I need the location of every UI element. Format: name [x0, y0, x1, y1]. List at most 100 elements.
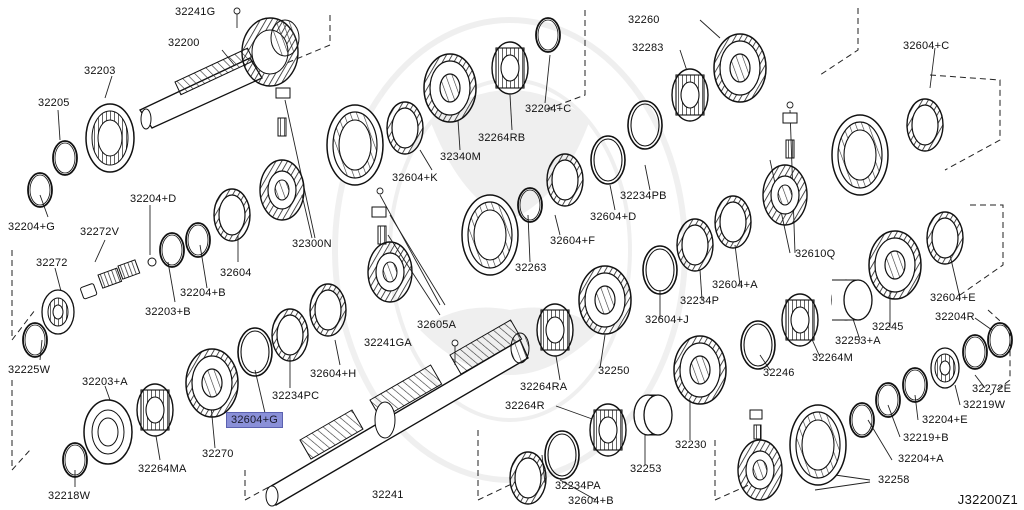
- ring-32604g: [237, 327, 273, 377]
- snap-ring-32205: [52, 140, 78, 176]
- label-32218w[interactable]: 32218W: [48, 490, 91, 502]
- label-32203a[interactable]: 32203+A: [82, 376, 128, 388]
- synchro-hub-32258: [737, 439, 783, 501]
- label-32283[interactable]: 32283: [632, 42, 664, 54]
- label-32604d[interactable]: 32604+D: [590, 211, 637, 223]
- label-32605a[interactable]: 32605A: [417, 319, 457, 331]
- label-32204c-top[interactable]: 32204+C: [525, 103, 572, 115]
- needle-bearing-32264r: [589, 403, 627, 457]
- label-32272[interactable]: 32272: [36, 257, 68, 269]
- label-32204b[interactable]: 32204+B: [180, 287, 226, 299]
- snap-ring-32204r: [987, 322, 1013, 358]
- label-32234pb[interactable]: 32234PB: [620, 190, 667, 202]
- coupling-sleeve-32258: [789, 404, 847, 486]
- label-32263[interactable]: 32263: [515, 262, 547, 274]
- synchro-ring-32604e: [926, 211, 964, 265]
- snap-ring-32219b: [875, 382, 901, 418]
- label-32604j[interactable]: 32604+J: [645, 314, 689, 326]
- label-32200[interactable]: 32200: [168, 37, 200, 49]
- coupling-sleeve: [326, 104, 384, 186]
- label-32230[interactable]: 32230: [675, 439, 707, 451]
- label-32604b[interactable]: 32604+B: [568, 495, 614, 507]
- gear-32260: [713, 33, 767, 103]
- insert-key-2: [371, 206, 387, 218]
- label-32234pc[interactable]: 32234PC: [272, 390, 320, 402]
- synchro-hub-32605a: [367, 241, 413, 303]
- label-32604c[interactable]: 32604+C: [903, 40, 950, 52]
- gear-32230: [673, 335, 727, 405]
- synchro-ring-32604b: [509, 451, 547, 505]
- label-32234p[interactable]: 32234P: [680, 295, 720, 307]
- label-32340m[interactable]: 32340M: [440, 151, 481, 163]
- bearing-32219w: [930, 347, 960, 389]
- needle-bearing-32264m: [781, 293, 819, 347]
- needle-bearing-32283: [671, 68, 709, 122]
- label-32272e[interactable]: 32272E: [972, 383, 1012, 395]
- bushing-32253a: [831, 279, 873, 321]
- label-32264r[interactable]: 32264R: [505, 400, 545, 412]
- label-32272v[interactable]: 32272V: [80, 226, 120, 238]
- bearing-32272: [41, 289, 75, 335]
- assembly-guide-lines: [11, 8, 1011, 501]
- insert-key-3: [782, 112, 798, 124]
- needle-bearing-32264rb: [491, 41, 529, 95]
- label-32204r[interactable]: 32204R: [935, 311, 975, 323]
- label-32258[interactable]: 32258: [878, 474, 910, 486]
- label-32204d[interactable]: 32204+D: [130, 193, 177, 205]
- label-32264ma[interactable]: 32264MA: [138, 463, 187, 475]
- label-32604a[interactable]: 32604+A: [712, 279, 758, 291]
- insert-spring: [277, 117, 287, 137]
- label-32300n[interactable]: 32300N: [292, 238, 332, 250]
- ring-32234p: [676, 218, 714, 272]
- synchro-ring-32604a: [714, 195, 752, 249]
- label-32604f[interactable]: 32604+F: [550, 235, 596, 247]
- synchro-ring-32604h: [309, 283, 347, 337]
- label-32260[interactable]: 32260: [628, 14, 660, 26]
- label-32245[interactable]: 32245: [872, 321, 904, 333]
- label-32204e[interactable]: 32204+E: [922, 414, 968, 426]
- label-32604[interactable]: 32604: [220, 267, 252, 279]
- snap-ring-32204b: [185, 222, 211, 258]
- bearing-32203: [85, 103, 135, 173]
- label-32204g[interactable]: 32204+G: [8, 221, 55, 233]
- bearing-32203a: [83, 399, 133, 465]
- diagram-code: J32200Z1: [957, 492, 1018, 507]
- label-32264rb[interactable]: 32264RB: [478, 132, 526, 144]
- synchro-hub-32300n: [259, 159, 305, 221]
- coupling-sleeve-32605a: [461, 194, 519, 276]
- synchro-ring-32604c: [906, 98, 944, 152]
- label-32610q[interactable]: 32610Q: [795, 248, 836, 260]
- label-32604g[interactable]: 32604+G: [226, 412, 283, 428]
- label-32241[interactable]: 32241: [372, 489, 404, 501]
- insert-key-4: [749, 409, 763, 420]
- label-32204a[interactable]: 32204+A: [898, 453, 944, 465]
- coupling-sleeve-32610q: [831, 114, 889, 196]
- label-32253a[interactable]: 32253+A: [835, 335, 881, 347]
- label-32264m[interactable]: 32264M: [812, 352, 853, 364]
- label-32253[interactable]: 32253: [630, 463, 662, 475]
- snap-ring-32204a: [849, 402, 875, 438]
- label-32241ga[interactable]: 32241GA: [364, 337, 412, 349]
- label-32604k[interactable]: 32604+K: [392, 172, 438, 184]
- label-32264ra[interactable]: 32264RA: [520, 381, 568, 393]
- bushing-32253: [633, 394, 673, 436]
- label-32604h[interactable]: 32604+H: [310, 368, 357, 380]
- label-32203b[interactable]: 32203+B: [145, 306, 191, 318]
- label-32604e[interactable]: 32604+E: [930, 292, 976, 304]
- gear-32250: [578, 265, 632, 335]
- gear-32340m: [423, 53, 477, 123]
- label-32225w[interactable]: 32225W: [8, 364, 51, 376]
- needle-bearing-32264ra: [536, 303, 574, 357]
- label-32270[interactable]: 32270: [202, 448, 234, 460]
- label-32234pa[interactable]: 32234PA: [555, 480, 601, 492]
- label-32246[interactable]: 32246: [763, 367, 795, 379]
- synchro-hub-32610q: [762, 164, 808, 226]
- label-32219b[interactable]: 32219+B: [903, 432, 949, 444]
- label-32219w[interactable]: 32219W: [963, 399, 1006, 411]
- snap-ring-32225w: [22, 322, 48, 358]
- label-32241g[interactable]: 32241G: [175, 6, 216, 18]
- label-32250[interactable]: 32250: [598, 365, 630, 377]
- synchro-ring-32604k: [386, 101, 424, 155]
- label-32205[interactable]: 32205: [38, 97, 70, 109]
- label-32203[interactable]: 32203: [84, 65, 116, 77]
